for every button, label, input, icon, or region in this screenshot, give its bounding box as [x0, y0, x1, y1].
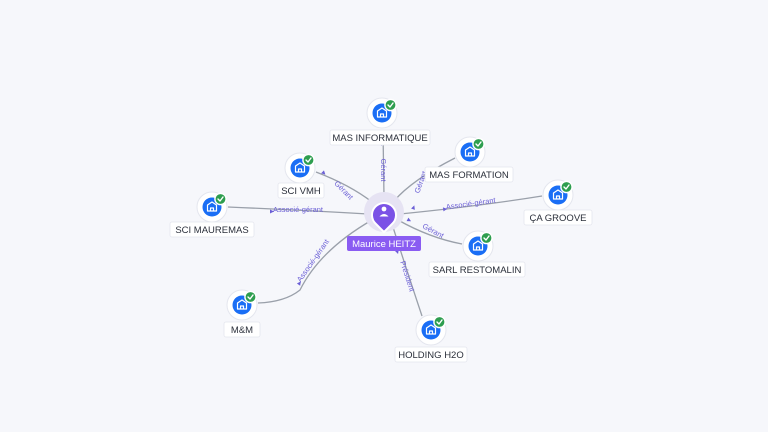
edge-sci-vmh [315, 171, 373, 203]
verified-check-icon [302, 153, 315, 167]
arrow-icon [406, 217, 412, 222]
center-label: Maurice HEITZ [352, 239, 416, 250]
company-node-mas-formation[interactable]: MAS FORMATION [424, 136, 514, 183]
edge-label-group-m-m: Associé-gérant [295, 237, 332, 286]
company-label: SCI MAUREMAS [175, 225, 248, 236]
edge-sci-mauremas [227, 206, 369, 215]
relation-label: Gérant [379, 159, 388, 183]
arrow-icon [321, 170, 326, 175]
edge-label-group-sci-mauremas: Associé-gérant [270, 205, 324, 214]
nodes-layer: MAS INFORMATIQUE MAS FORMATION SCI VMH SCI … [169, 97, 593, 363]
building-icon [294, 162, 306, 173]
company-label: MAS INFORMATIQUE [332, 133, 427, 144]
company-label-box [428, 261, 526, 278]
building-icon [206, 201, 218, 212]
company-node-holding-h2o[interactable]: HOLDING H2O [394, 314, 468, 363]
verified-check-icon [214, 192, 227, 206]
company-label-box [169, 221, 255, 238]
edge-label-group-a-groove: Associé-gérant [442, 195, 497, 211]
company-label-box [424, 166, 514, 183]
company-label-box [523, 209, 593, 226]
verified-check-icon [480, 231, 493, 245]
relation-label: Président [398, 260, 417, 294]
verified-check-icon [384, 98, 397, 112]
person-icon [379, 206, 389, 217]
edge-a-groove [399, 195, 543, 215]
edge-sarl-restomalin [397, 219, 463, 245]
edge-label-group-sci-vmh: Gérant [321, 170, 356, 202]
company-node-m-m[interactable]: M&M [223, 289, 261, 338]
company-label-box [277, 182, 325, 199]
person-pin-icon [371, 202, 397, 234]
edge-label-group-holding-h2o: Président [394, 249, 417, 294]
relation-label: Gérant [421, 221, 446, 240]
company-label-box [394, 346, 468, 363]
edge-mas-formation [393, 157, 456, 202]
arrow-icon [442, 207, 448, 212]
center-label-box [347, 236, 421, 251]
company-label: M&M [231, 325, 253, 336]
building-icon [552, 189, 564, 200]
building-icon [236, 299, 248, 310]
company-label-box [223, 321, 261, 338]
building-icon [464, 146, 476, 157]
company-node-sci-mauremas[interactable]: SCI MAUREMAS [169, 191, 255, 238]
center-person-node[interactable]: Maurice HEITZ [347, 192, 421, 251]
company-label-box [329, 129, 431, 146]
arrow-icon [411, 205, 415, 210]
company-label: HOLDING H2O [398, 350, 463, 361]
company-node-a-groove[interactable]: ÇA GROOVE [523, 179, 593, 226]
verified-check-icon [433, 315, 446, 329]
company-node-sci-vmh[interactable]: SCI VMH [277, 152, 325, 199]
verified-check-icon [560, 180, 573, 194]
relation-label: Associé-gérant [273, 205, 324, 214]
building-icon [425, 324, 437, 335]
arrow-icon [296, 281, 301, 286]
relation-label: Associé-gérant [445, 195, 497, 211]
building-icon [472, 240, 484, 251]
edge-m-m [257, 219, 373, 304]
company-node-mas-informatique[interactable]: MAS INFORMATIQUE [329, 97, 431, 146]
arrow-icon [270, 209, 274, 214]
company-node-sarl-restomalin[interactable]: SARL RESTOMALIN [428, 230, 526, 278]
relation-label: Gérant [332, 179, 355, 202]
company-label: ÇA GROOVE [529, 213, 586, 224]
company-label: MAS FORMATION [429, 170, 509, 181]
company-label: SARL RESTOMALIN [433, 265, 522, 276]
verified-check-icon [244, 290, 257, 304]
relation-label: Associé-gérant [295, 237, 332, 284]
edge-holding-h2o [391, 223, 423, 317]
verified-check-icon [472, 137, 485, 151]
building-icon [376, 107, 388, 118]
company-label: SCI VMH [281, 186, 321, 197]
